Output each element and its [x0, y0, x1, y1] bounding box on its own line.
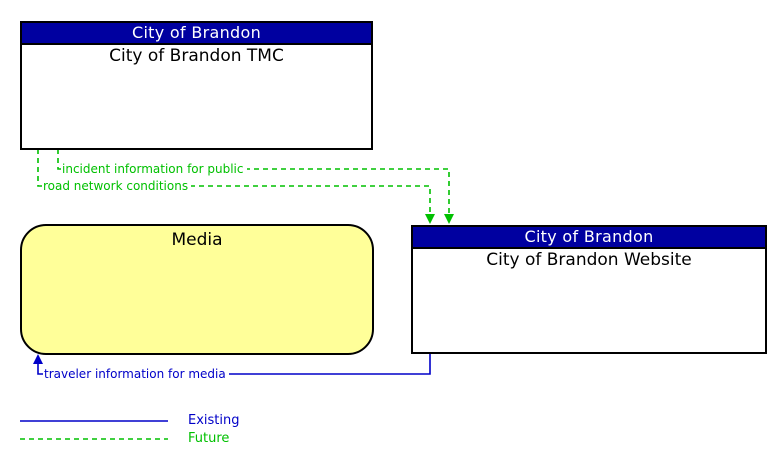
arrowhead-traveler-information-for-media [33, 354, 43, 364]
arrowhead-road-network-conditions [425, 214, 435, 224]
media-box-name: Media [171, 230, 223, 250]
legend-existing-label: Existing [188, 413, 240, 428]
website-box: City of Brandon City of Brandon Website [411, 225, 767, 354]
tmc-box: City of Brandon City of Brandon TMC [20, 21, 373, 150]
website-box-name: City of Brandon Website [486, 250, 692, 270]
media-box: Media [20, 224, 374, 355]
website-box-header: City of Brandon [413, 227, 765, 249]
tmc-box-header: City of Brandon [22, 23, 371, 45]
flow-label-traveler-information-for-media: traveler information for media [43, 366, 229, 382]
flow-label-incident-information-for-public: incident information for public [61, 161, 247, 177]
tmc-box-header-title: City of Brandon [131, 23, 262, 42]
website-box-header-title: City of Brandon [524, 227, 654, 246]
flow-label-road-network-conditions: road network conditions [42, 178, 192, 194]
arrowhead-incident-information-for-public [444, 214, 454, 224]
legend-future-label: Future [188, 431, 230, 446]
tmc-box-name: City of Brandon TMC [109, 46, 284, 66]
